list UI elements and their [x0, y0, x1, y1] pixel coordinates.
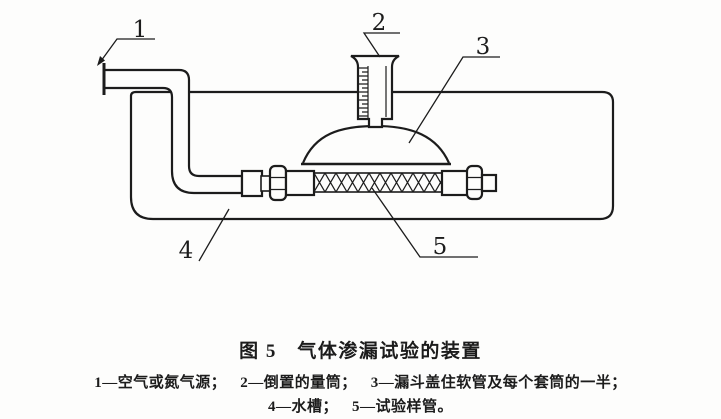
legend-line-1: 1—空气或氮气源； 2—倒置的量筒； 3—漏斗盖住软管及每个套筒的一半； — [0, 371, 721, 392]
legend-entry-1: 1—空气或氮气源； — [94, 375, 227, 391]
legend-line-2: 4—水槽； 5—试验样管。 — [0, 395, 721, 416]
legend-entry-4: 4—水槽； — [267, 399, 338, 415]
cylinder-graduation-ticks — [358, 67, 368, 117]
hose-sleeve-right — [440, 169, 470, 197]
funnel-dome — [301, 124, 451, 164]
air-inlet-pipe — [102, 68, 244, 195]
hose-sleeve-left — [284, 169, 316, 197]
callout-3-number: 3 — [476, 34, 491, 60]
callout-1-leader — [100, 38, 155, 62]
callout-2-leader — [362, 32, 400, 58]
hex-nut-right-facets — [467, 176, 482, 191]
hose-end-stub — [480, 173, 498, 193]
hex-nut-right — [465, 164, 484, 201]
braided-test-hose — [313, 172, 443, 193]
callout-1-arrowhead — [97, 56, 105, 66]
callout-2-number: 2 — [372, 10, 387, 36]
callout-4-leader — [198, 208, 230, 262]
callout-3-leader — [408, 56, 500, 144]
callout-4-number: 4 — [179, 238, 194, 264]
callout-1-number: 1 — [133, 17, 148, 43]
inverted-cylinder — [350, 54, 400, 129]
water-tank-outline — [129, 90, 615, 221]
legend-entry-2: 2—倒置的量筒； — [240, 375, 357, 391]
hose-fitting-block-left — [240, 169, 264, 198]
legend-entry-3: 3—漏斗盖住软管及每个套筒的一半； — [370, 375, 627, 391]
callout-5-number: 5 — [433, 234, 448, 260]
hex-nut-left — [268, 164, 288, 202]
figure-caption-title: 图 5 气体渗漏试验的装置 — [239, 341, 482, 362]
hex-nut-left-facets — [270, 176, 286, 191]
apparatus-drawing: 1 2 3 4 5 — [97, 10, 615, 264]
legend-entry-5: 5—试验样管。 — [352, 399, 454, 415]
callout-5-leader — [371, 187, 478, 258]
